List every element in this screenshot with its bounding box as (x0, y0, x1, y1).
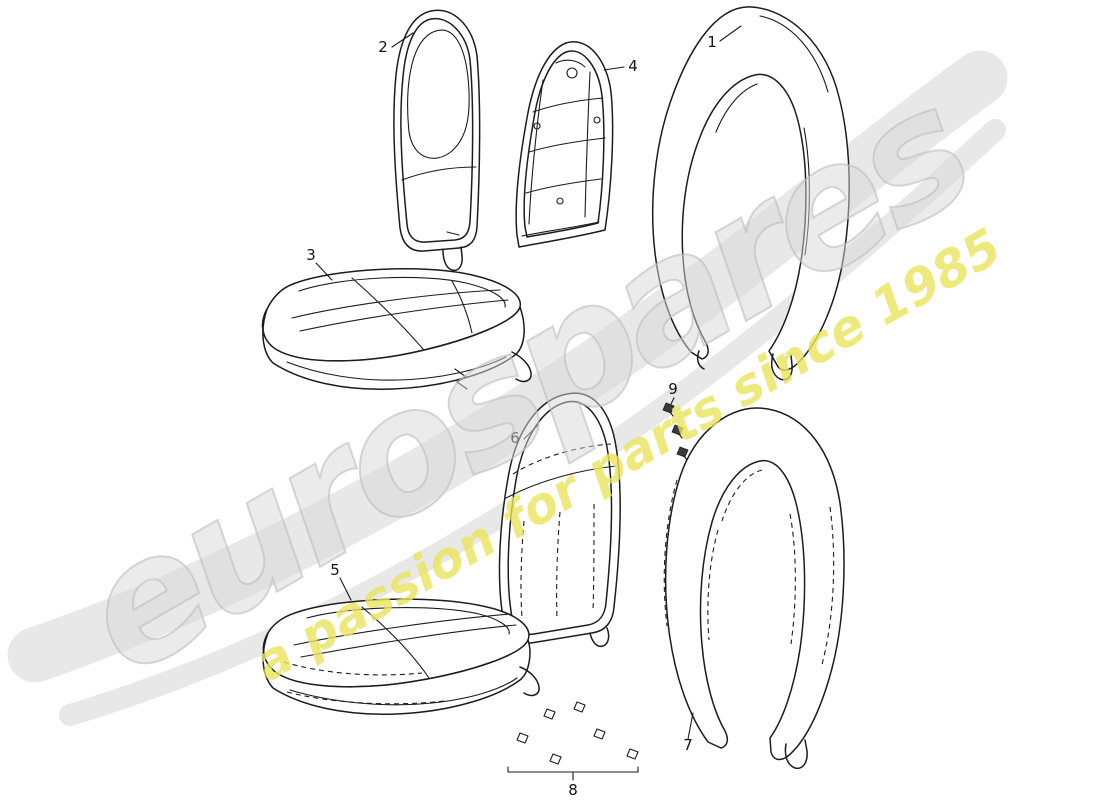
diagram-artwork: 1 2 3 4 5 6 7 (261, 6, 850, 799)
callout-4: 4 (603, 57, 638, 75)
callout-3: 3 (306, 246, 333, 281)
callout-label: 8 (568, 781, 578, 799)
background-swoosh (7, 50, 1008, 726)
leader-line (391, 32, 414, 48)
callout-1: 1 (707, 25, 742, 51)
callout-8: 8 (568, 781, 578, 799)
leader-line (687, 712, 694, 740)
group-bracket (507, 766, 639, 781)
leader-line (523, 424, 539, 440)
part-6-backrest-padding-lower (498, 392, 621, 648)
callout-label: 3 (306, 246, 316, 264)
leader-line (603, 66, 625, 71)
leader-line (339, 577, 352, 601)
callout-label: 2 (378, 38, 388, 56)
part-3-seat-cushion-padding (261, 268, 532, 391)
swoosh-band-main (7, 50, 1008, 683)
fastener-clip (626, 748, 639, 760)
fastener-clip (549, 753, 562, 765)
callout-label: 7 (683, 736, 693, 754)
callout-9: 9 (668, 380, 678, 405)
part-8-fastener-set (507, 701, 639, 781)
leader-line (719, 25, 742, 42)
fastener-clip (593, 728, 606, 740)
fastener-clip (516, 732, 529, 744)
leader-line (315, 262, 333, 281)
callout-label: 9 (668, 380, 678, 398)
callout-6: 6 (510, 424, 539, 447)
part-5-seat-cushion (262, 598, 540, 716)
callout-label: 4 (628, 57, 638, 75)
callout-label: 5 (330, 561, 340, 579)
part-7-backrest-cover-lower (663, 407, 845, 770)
fastener-clip (543, 708, 556, 720)
leader-line (670, 397, 675, 405)
callout-7: 7 (683, 712, 694, 754)
callout-label: 1 (707, 33, 717, 51)
fastener-clip (573, 701, 586, 713)
part-2-backrest-padding (393, 9, 481, 272)
part-9-fastener-clips (662, 402, 689, 461)
callout-label: 6 (510, 429, 520, 447)
swoosh-band-secondary (59, 119, 1006, 726)
part-4-backrest-frame (515, 41, 614, 248)
callout-5: 5 (330, 561, 352, 601)
part-1-backrest-cover (651, 6, 850, 381)
callout-2: 2 (378, 32, 414, 56)
callouts: 1 2 3 4 5 6 7 (306, 25, 742, 799)
